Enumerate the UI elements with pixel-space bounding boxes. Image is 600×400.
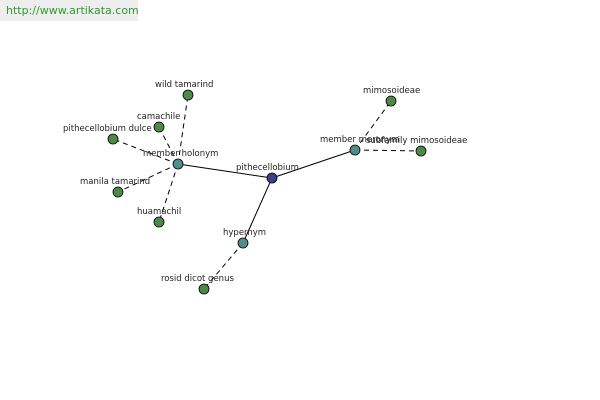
labels-layer: pithecellobium member holonym member meron… — [63, 80, 467, 284]
edge-member-meronym-to-subfamily-mimosoideae — [354, 149, 422, 152]
node-label-subfamily-mimosoideae[interactable]: subfamily mimosoideae — [366, 136, 467, 146]
node-label-pithecellobium-dulce[interactable]: pithecellobium dulce — [63, 124, 152, 134]
node-label-huamachil[interactable]: huamachil — [137, 207, 181, 217]
node-member-holonym[interactable] — [172, 158, 184, 170]
node-label-camachile[interactable]: camachile — [137, 112, 180, 122]
edge-member-holonym-to-pithecellobium-dulce — [112, 138, 179, 165]
node-label-manila-tamarind[interactable]: manila tamarind — [80, 177, 150, 187]
edges-layer — [112, 94, 422, 290]
source-link[interactable]: http://www.artikata.com — [0, 0, 139, 21]
node-mimosoideae[interactable] — [385, 95, 397, 107]
edge-member-meronym-to-mimosoideae — [354, 100, 392, 151]
edge-member-holonym-to-wild-tamarind — [177, 94, 189, 165]
node-pithecellobium-dulce[interactable] — [107, 133, 119, 145]
node-subfamily-mimosoideae[interactable] — [415, 145, 427, 157]
node-huamachil[interactable] — [153, 216, 165, 228]
node-label-pithecellobium[interactable]: pithecellobium — [236, 163, 299, 173]
node-hypernym[interactable] — [237, 237, 249, 249]
edge-pithecellobium-to-member-holonym — [177, 163, 273, 179]
nodes-layer — [107, 89, 427, 295]
node-label-hypernym[interactable]: hypernym — [223, 228, 266, 238]
node-label-wild-tamarind[interactable]: wild tamarind — [155, 80, 213, 90]
node-label-member-meronym[interactable]: member meronym — [320, 135, 399, 145]
node-member-meronym[interactable] — [349, 144, 361, 156]
node-pithecellobium[interactable] — [266, 172, 278, 184]
node-camachile[interactable] — [153, 121, 165, 133]
edge-member-holonym-to-camachile — [158, 126, 179, 165]
node-label-member-holonym[interactable]: member holonym — [143, 149, 218, 159]
edge-member-holonym-to-huamachil — [158, 163, 179, 223]
edge-hypernym-to-rosid-dicot-genus — [203, 242, 244, 290]
node-label-mimosoideae[interactable]: mimosoideae — [363, 86, 420, 96]
node-label-rosid-dicot-genus[interactable]: rosid dicot genus — [161, 274, 234, 284]
edge-pithecellobium-to-hypernym — [242, 177, 273, 244]
node-rosid-dicot-genus[interactable] — [198, 283, 210, 295]
node-manila-tamarind[interactable] — [112, 186, 124, 198]
node-wild-tamarind[interactable] — [182, 89, 194, 101]
edge-pithecellobium-to-member-meronym — [271, 149, 356, 179]
edge-member-holonym-to-manila-tamarind — [117, 163, 179, 193]
